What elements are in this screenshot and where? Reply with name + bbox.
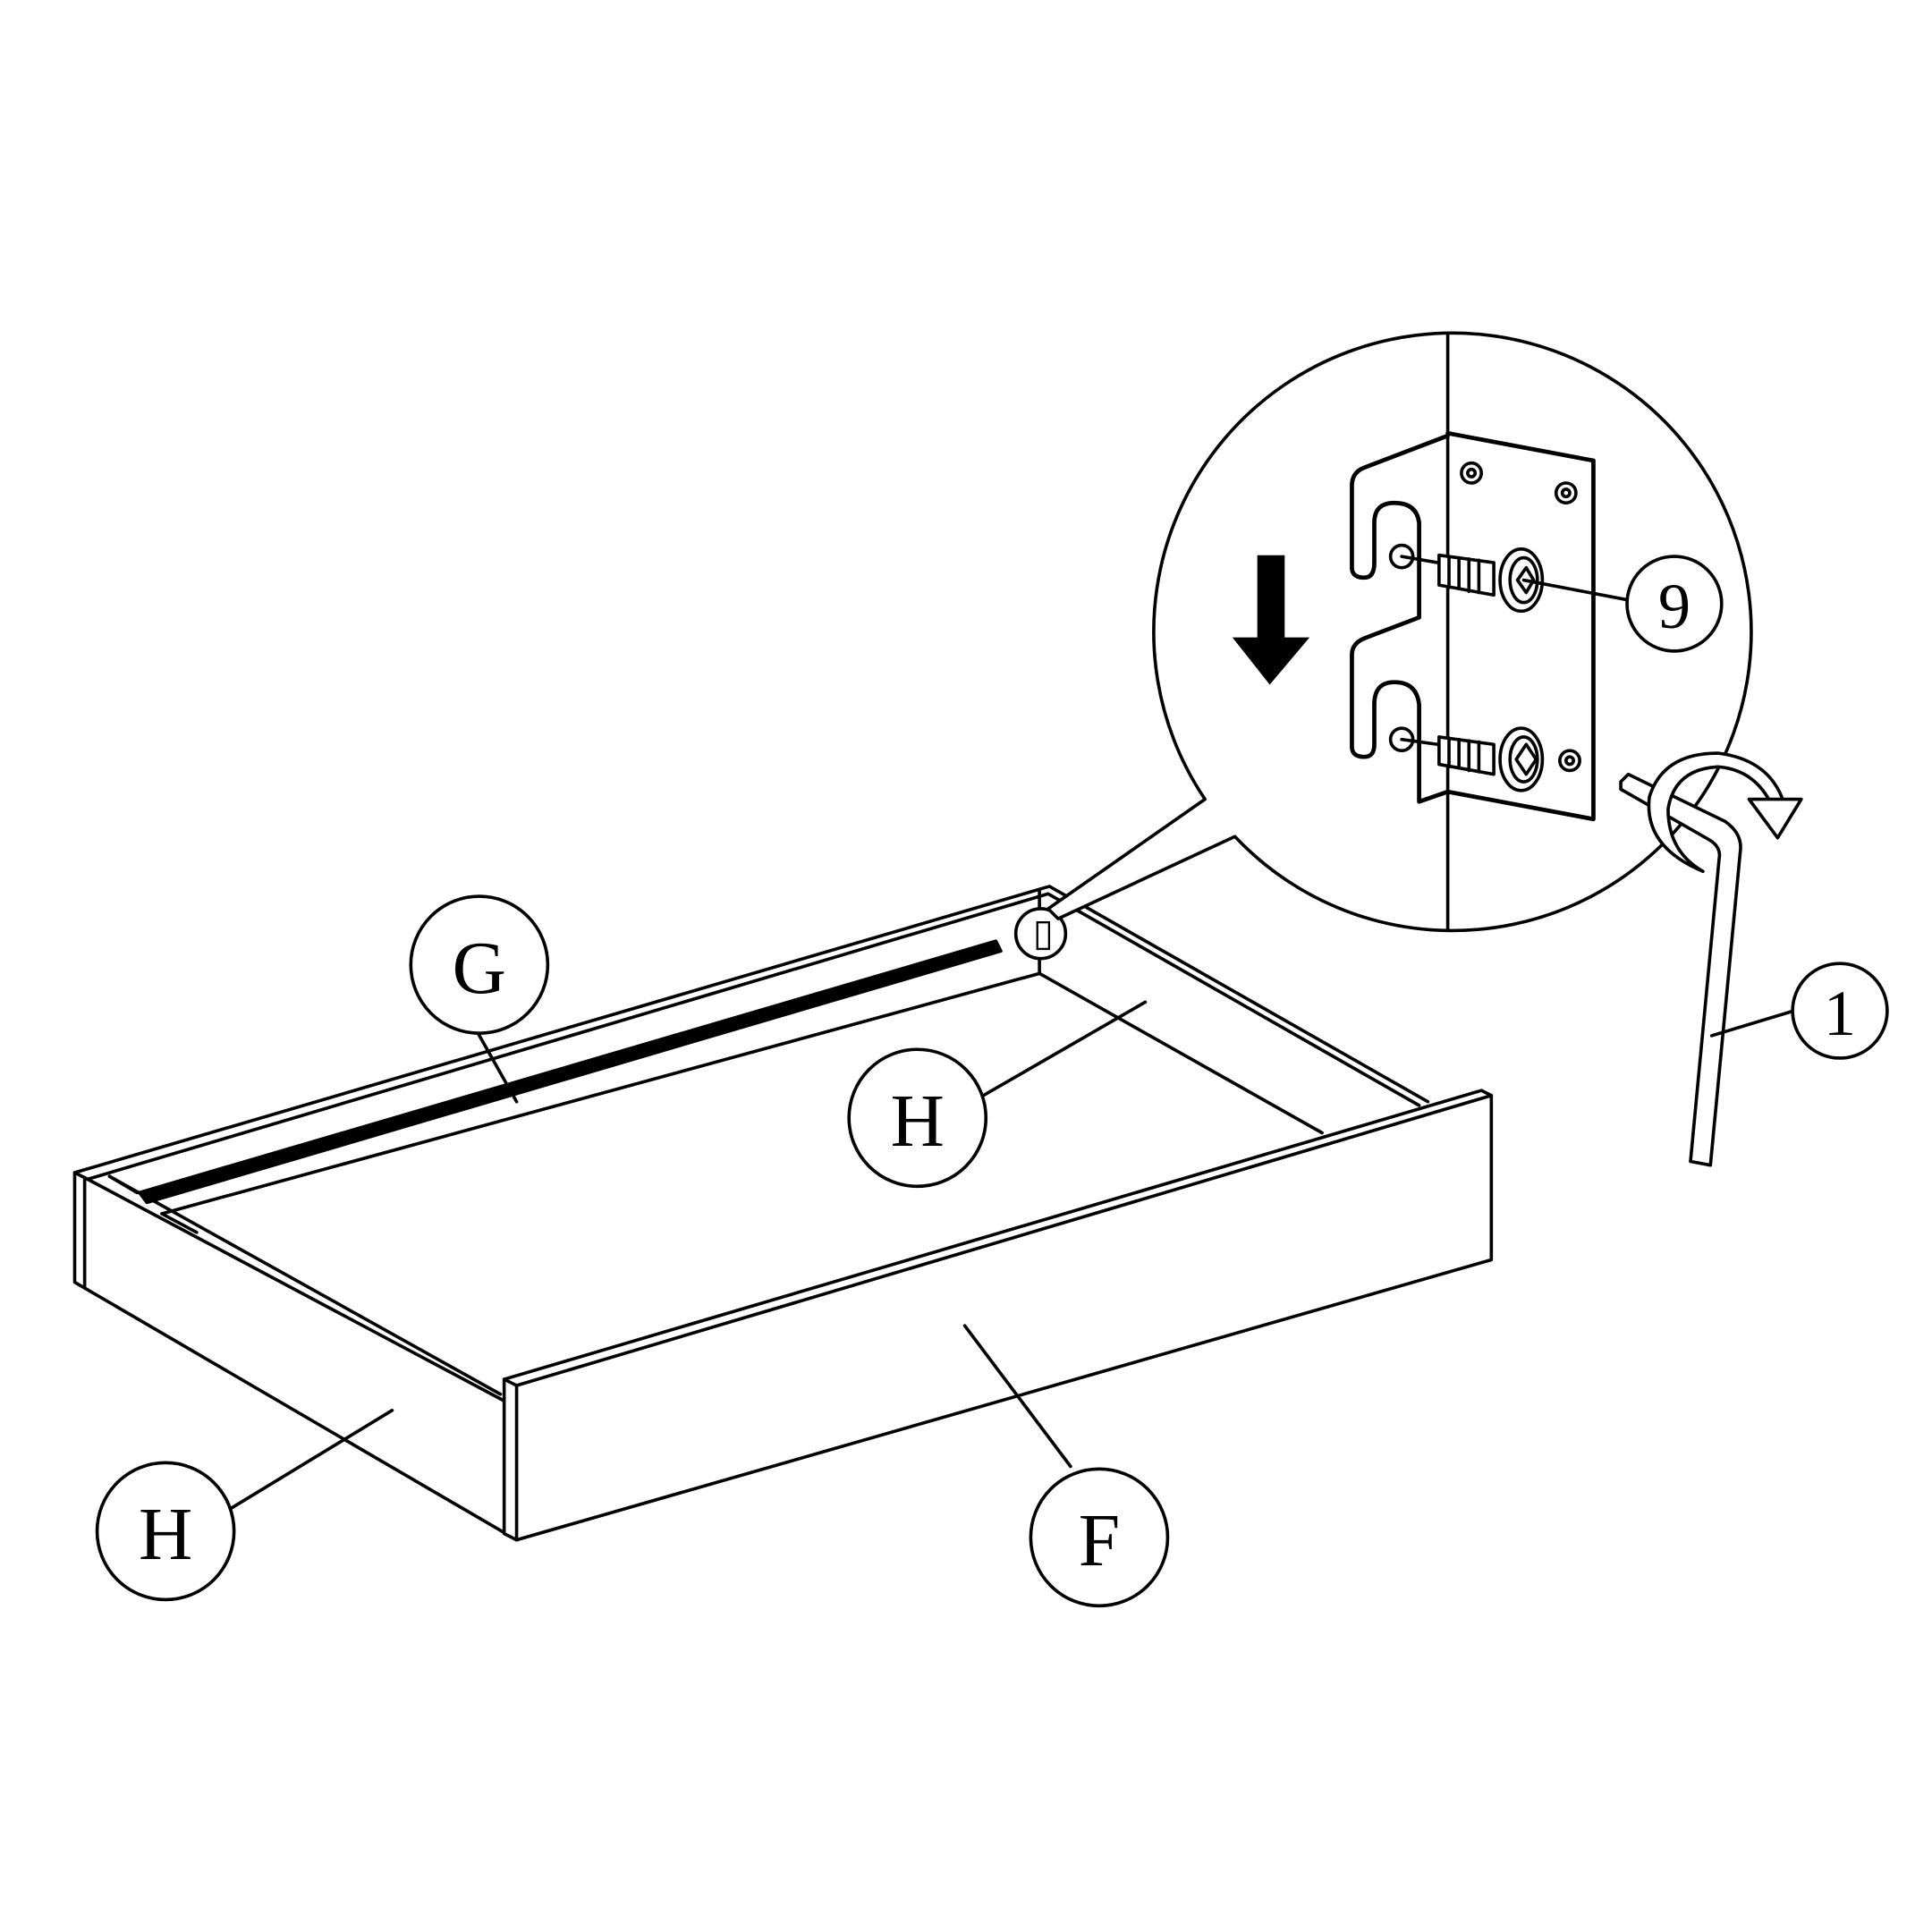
- callout-1: 1: [1709, 962, 1889, 1060]
- front-panel-top-edge: [502, 1093, 1494, 1542]
- hole: [1388, 543, 1415, 570]
- callout-h-back: H: [847, 1000, 1148, 1189]
- screw-icon: [1400, 726, 1545, 792]
- rail-g: [138, 939, 1003, 1205]
- bracket-hook-part: [1350, 433, 1450, 804]
- screw-icon: [1400, 547, 1545, 614]
- side-panel-inner-edge: [82, 1174, 503, 1396]
- callout-h-side: H: [95, 1409, 394, 1602]
- drawer: ▯: [72, 885, 1494, 1542]
- callout-g: G: [409, 894, 550, 1104]
- inner-back-edge: [107, 971, 1324, 1216]
- label-9: 9: [1658, 571, 1690, 642]
- fitting-glyph: ▯: [1033, 913, 1054, 954]
- detail-bubble: [1046, 331, 1753, 933]
- allen-key-icon: [1619, 772, 1742, 1167]
- label-g: G: [453, 928, 506, 1010]
- label-h: H: [139, 1494, 192, 1576]
- rotate-arrow-icon: [1647, 751, 1803, 874]
- label-f: F: [1079, 1500, 1120, 1582]
- down-arrow-icon: [1232, 555, 1310, 685]
- front-panel: [502, 1089, 1494, 1542]
- label-h: H: [891, 1080, 945, 1163]
- plate-screw-holes: [1460, 461, 1581, 773]
- fitting-marker: [1013, 907, 1068, 961]
- callout-f: F: [962, 1324, 1170, 1608]
- callout-9: 9: [1521, 555, 1724, 653]
- bracket-plate: [1445, 430, 1596, 822]
- label-1: 1: [1824, 978, 1856, 1049]
- back-panel: [72, 885, 1430, 1174]
- detail-magnifier: [1046, 331, 1753, 933]
- back-panel-inner-edge: [82, 892, 1421, 1182]
